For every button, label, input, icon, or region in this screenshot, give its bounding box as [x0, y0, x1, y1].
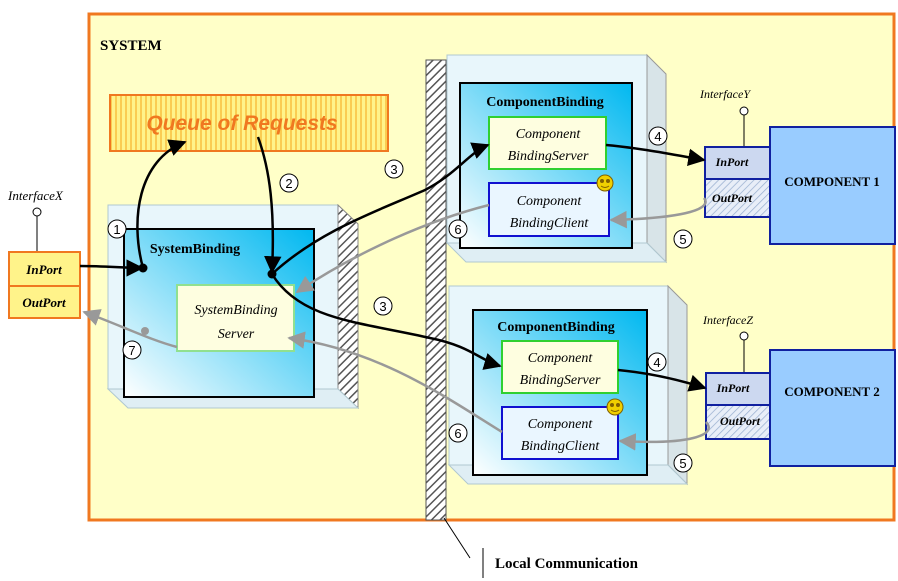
- system-label: SYSTEM: [100, 38, 162, 54]
- component-binding-server-2: [501, 340, 619, 394]
- component-2-outport: [705, 404, 771, 440]
- component-2-label: COMPONENT 2: [784, 384, 879, 399]
- step-2: 2: [279, 173, 299, 193]
- client-1-badge-icon: [596, 174, 614, 192]
- system-binding-server-line2: Server: [218, 327, 255, 342]
- svg-text:4: 4: [653, 355, 660, 370]
- interface-x-label: InterfaceX: [7, 188, 64, 203]
- arrow-inport-to-binding: [79, 259, 144, 277]
- component-1: InterfaceY InPort OutPort COMPONENT 1: [699, 87, 896, 245]
- svg-text:2: 2: [285, 176, 292, 191]
- cb2-client-line1: Component: [528, 417, 594, 432]
- queue-label: Queue of Requests: [146, 112, 337, 135]
- arrow-server-to-outport: [82, 309, 178, 349]
- cb2-server-line1: Component: [528, 351, 594, 366]
- cb2-server-line2: BindingServer: [520, 373, 601, 388]
- arrow-binding-to-cb1-server: [271, 142, 490, 275]
- arrow-binding-to-queue: [136, 139, 187, 269]
- step-1: 1: [107, 219, 127, 239]
- interface-x-outport-label: OutPort: [22, 295, 66, 310]
- step-3b: 3: [373, 296, 393, 316]
- svg-text:1: 1: [113, 222, 120, 237]
- cb1-server-line2: BindingServer: [508, 149, 589, 164]
- local-communication-label: Local Communication: [495, 556, 639, 572]
- component-1-box: [769, 126, 896, 245]
- step-4a: 4: [648, 126, 668, 146]
- step-5a: 5: [673, 229, 693, 249]
- interface-y-label: InterfaceY: [699, 87, 751, 101]
- component-2-inport-label: InPort: [716, 381, 750, 395]
- component-binding-client-1: [488, 182, 610, 237]
- component-binding-2-title: ComponentBinding: [497, 320, 614, 335]
- interface-x-outport: [8, 285, 81, 319]
- component-1-outport-label: OutPort: [712, 191, 753, 205]
- system-binding-block: SystemBinding SystemBinding Server: [106, 203, 360, 410]
- svg-text:7: 7: [128, 343, 135, 358]
- request-flow: [79, 136, 707, 392]
- component-1-label: COMPONENT 1: [784, 174, 879, 189]
- arrow-binding-to-cb2-server: [270, 273, 502, 370]
- response-flow: [82, 197, 710, 451]
- cb1-client-line1: Component: [517, 194, 583, 209]
- component-2-outport-label: OutPort: [720, 414, 761, 428]
- system-binding-server-line1: SystemBinding: [194, 303, 277, 318]
- local-communication-bar: [425, 59, 447, 521]
- component-binding-2-block: ComponentBinding Component BindingServer…: [447, 284, 689, 486]
- interface-x: InterfaceX InPort OutPort: [7, 188, 81, 319]
- arrow-outport1-to-client: [609, 197, 707, 229]
- step-3a: 3: [384, 159, 404, 179]
- component-2-box: [769, 349, 896, 467]
- svg-text:3: 3: [379, 299, 386, 314]
- component-2: InterfaceZ InPort OutPort COMPONENT 2: [702, 313, 896, 467]
- arrow-client2-to-server: [287, 331, 503, 434]
- arrow-client1-to-server: [295, 203, 490, 294]
- interface-z-label: InterfaceZ: [702, 313, 753, 327]
- system-binding-title: SystemBinding: [150, 242, 240, 257]
- step-6a: 6: [448, 219, 468, 239]
- step-5b: 5: [673, 453, 693, 473]
- step-6b: 6: [448, 423, 468, 443]
- local-communication-callout: Local Communication: [443, 517, 639, 578]
- svg-text:5: 5: [679, 456, 686, 471]
- arrow-cb1-server-to-inport: [605, 143, 706, 166]
- svg-text:3: 3: [390, 162, 397, 177]
- queue-of-requests: Queue of Requests: [109, 94, 389, 152]
- step-7: 7: [122, 340, 142, 360]
- step-markers: 1 2 3 3 4 4 5 5 6 6 7: [107, 126, 693, 473]
- system-binding-server: [176, 284, 295, 352]
- svg-text:4: 4: [654, 129, 661, 144]
- arrow-cb2-server-to-inport: [617, 368, 707, 392]
- component-binding-client-2: [501, 406, 619, 460]
- interface-x-inport-label: InPort: [25, 262, 62, 277]
- cb1-client-line2: BindingClient: [510, 216, 590, 231]
- svg-text:6: 6: [454, 426, 461, 441]
- arrow-queue-to-binding: [256, 136, 282, 274]
- cb2-client-line2: BindingClient: [521, 439, 601, 454]
- component-1-inport-label: InPort: [715, 155, 749, 169]
- client-2-badge-icon: [606, 398, 624, 416]
- component-binding-1-block: ComponentBinding Component BindingServer…: [445, 53, 668, 264]
- component-1-outport: [704, 178, 771, 218]
- svg-text:6: 6: [454, 222, 461, 237]
- cb1-server-line1: Component: [516, 127, 582, 142]
- svg-text:5: 5: [679, 232, 686, 247]
- arrow-outport2-to-client: [618, 421, 710, 451]
- component-binding-1-title: ComponentBinding: [486, 95, 603, 110]
- step-4b: 4: [647, 352, 667, 372]
